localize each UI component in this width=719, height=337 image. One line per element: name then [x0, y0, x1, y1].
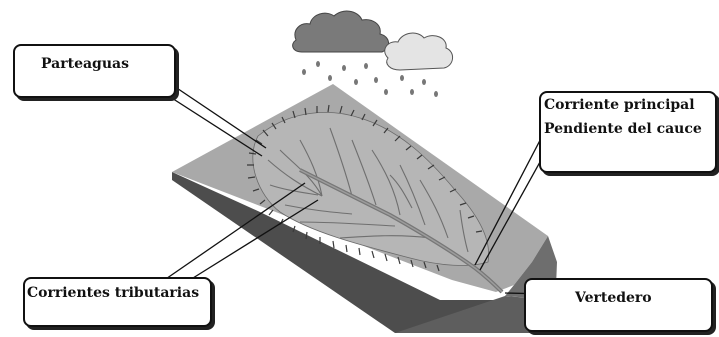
label-pendiente-cauce-text: Pendiente del cauce	[544, 121, 702, 137]
rain-cloud-light-icon	[385, 33, 453, 70]
label-vertedero: Vertedero	[524, 278, 713, 332]
label-corrientes-tributarias-text: Corrientes tributarias	[27, 285, 199, 301]
label-corriente-principal: Corriente principal Pendiente del cauce	[539, 91, 717, 173]
label-parteaguas-text: Parteaguas	[41, 56, 129, 72]
label-vertedero-text: Vertedero	[575, 290, 652, 306]
label-parteaguas: Parteaguas	[13, 44, 176, 98]
label-corriente-principal-text: Corriente principal	[544, 97, 695, 113]
label-corrientes-tributarias: Corrientes tributarias	[23, 277, 212, 327]
rain-cloud-dark-icon	[293, 11, 389, 52]
